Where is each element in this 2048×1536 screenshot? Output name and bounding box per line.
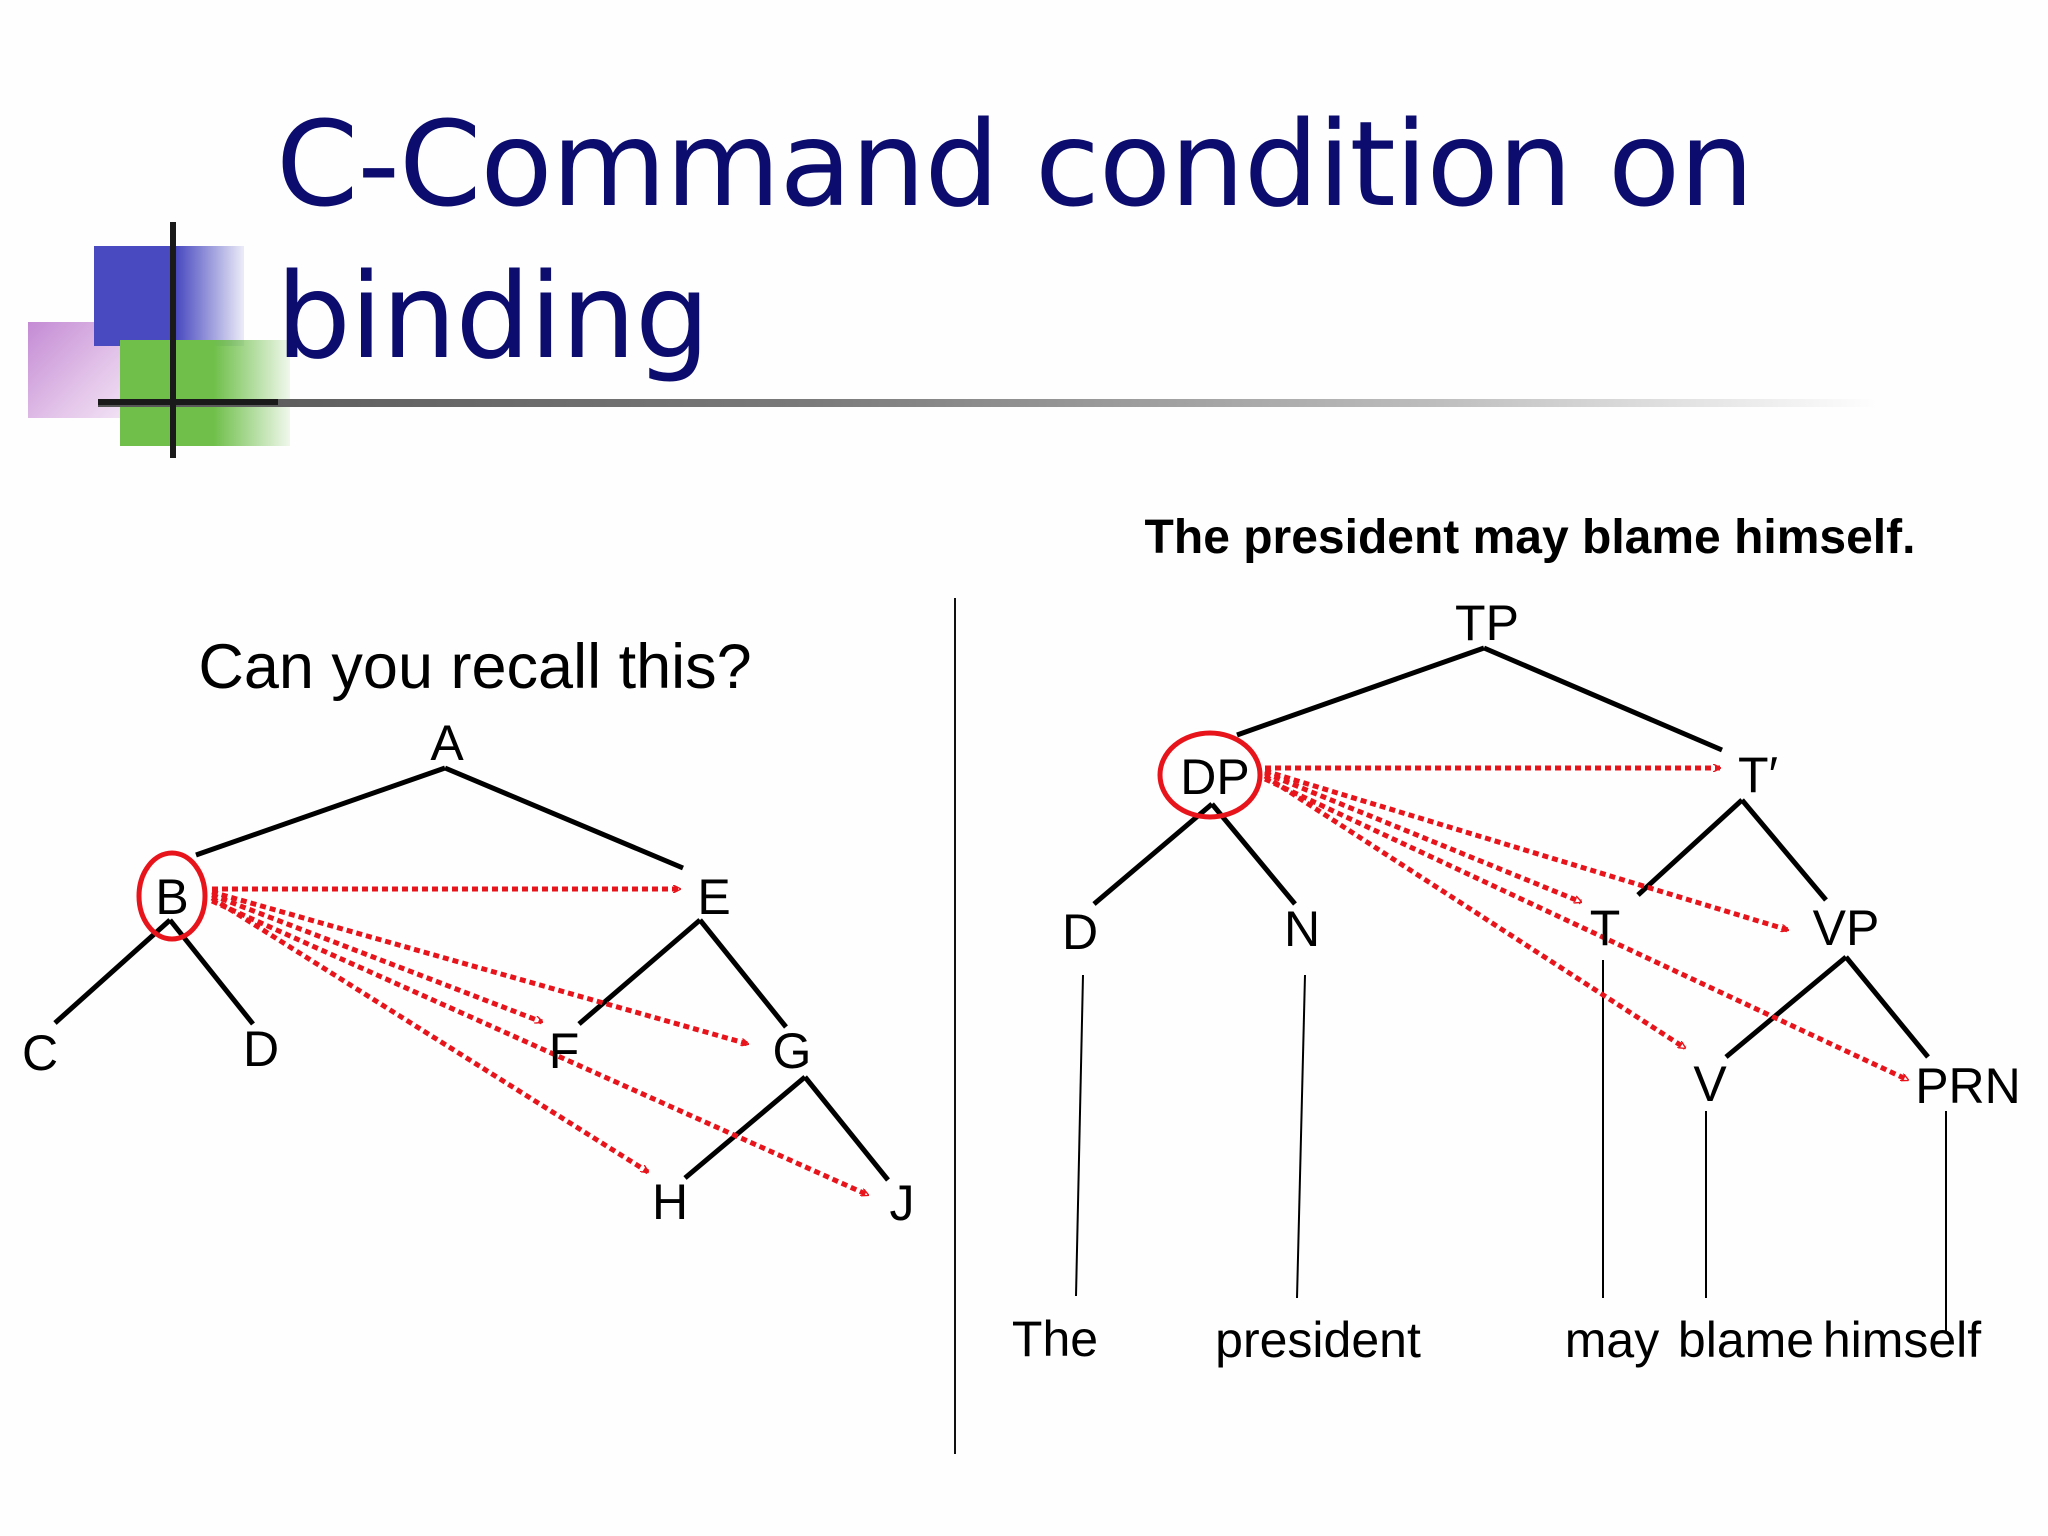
circled-node-dp-highlight [1157,730,1263,820]
c-command-arrow-dp-vp [1264,768,1788,930]
left-node-a: A [430,715,464,771]
left-node-f: F [549,1023,580,1079]
c-command-arrow-b-h [210,895,648,1175]
word-the: The [1012,1311,1098,1367]
c-command-arrow-b-j [210,898,868,1198]
word-president: president [1215,1312,1421,1368]
right-tree-edge-vp-prn [1844,955,1930,1059]
slide-title: C-Command condition on binding [276,95,1754,385]
c-command-arrow-dp-prn [1263,776,1908,1083]
right-tree-labels: TP DP T′ D N T VP V PRN [1062,595,2021,1114]
left-tree-edge-e-g [698,918,788,1029]
left-tree [53,765,890,1182]
right-tree-edge-vp-v [1724,955,1848,1059]
left-tree-arrows [210,889,868,1198]
left-node-e: E [697,869,730,925]
left-tree-edge-b-c [53,918,172,1025]
right-tree-edge-tbar-vp [1740,798,1828,902]
c-command-arrow-b-g [211,889,748,1044]
right-node-t: T [1590,900,1621,956]
left-tree-edge-a-e [444,765,684,871]
c-command-arrow-dp-v [1263,773,1685,1051]
left-question-heading: Can you recall this? [198,632,752,702]
left-tree-labels: A B C D E F G H J [22,715,915,1231]
left-tree-edge-a-b [195,765,446,858]
left-tree-edge-g-h [683,1075,807,1180]
word-may: may [1565,1312,1659,1368]
example-sentence: The president may blame himself. [1144,511,1916,564]
right-node-n: N [1284,901,1320,957]
right-tree-edge-tp-tbar [1483,645,1723,753]
left-node-b: B [155,869,188,925]
right-tree-arrows [1263,768,1908,1083]
right-tree-edge-tbar-t [1636,798,1744,897]
right-tree-edge-dp-d [1092,802,1214,906]
circled-node-b-highlight [136,850,208,942]
right-node-v: V [1693,1056,1727,1112]
decorative-vertical-line [170,222,176,458]
sentence-words: The president may blame himself [1012,1311,1981,1368]
left-node-c: C [22,1025,58,1081]
decorative-green-square [120,340,290,446]
right-tree-edge-dp-n [1210,802,1297,906]
word-connectors [1075,960,1947,1333]
right-node-tp: TP [1455,595,1519,651]
c-command-arrow-b-f [211,892,542,1025]
title-underline-rule [98,399,1878,407]
word-himself: himself [1823,1312,1981,1368]
left-tree-edge-g-j [803,1075,890,1182]
c-command-arrow-dp-t [1264,770,1581,905]
right-node-prn: PRN [1915,1058,2021,1114]
left-node-d: D [243,1021,279,1077]
word-connector-the [1075,974,1084,1297]
left-node-j: J [890,1175,915,1231]
right-tree-edge-tp-dp [1236,645,1485,738]
decorative-horizontal-line [98,399,278,405]
left-node-g: G [773,1023,812,1079]
decorative-blue-square [94,246,244,346]
left-node-h: H [652,1174,688,1230]
right-node-tbar: T′ [1738,747,1778,803]
right-tree [1092,645,1930,1059]
word-blame: blame [1678,1312,1814,1368]
panel-divider [954,598,956,1454]
right-node-dp: DP [1180,749,1249,805]
word-connector-president [1296,974,1306,1299]
left-tree-edge-e-f [577,918,702,1026]
right-node-vp: VP [1813,900,1880,956]
right-node-d: D [1062,904,1098,960]
